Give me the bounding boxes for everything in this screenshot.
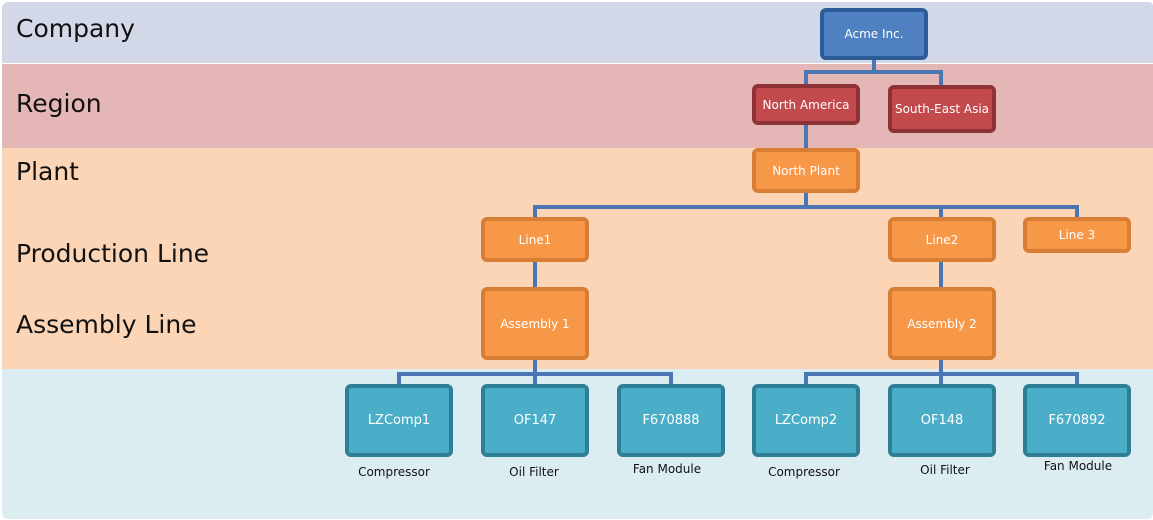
node-line1[interactable]: Line1: [481, 217, 589, 262]
node-f670888[interactable]: F670888: [617, 384, 725, 457]
node-north-america[interactable]: North America: [752, 84, 860, 125]
caption-compressor-1: Compressor: [358, 465, 430, 479]
level-label-region: Region: [16, 89, 102, 118]
node-assembly-2[interactable]: Assembly 2: [888, 287, 996, 360]
node-line2[interactable]: Line2: [888, 217, 996, 262]
node-acme-inc[interactable]: Acme Inc.: [820, 8, 928, 60]
level-label-company: Company: [16, 14, 135, 43]
connector-assembly2-equipment: [804, 357, 1079, 387]
caption-fan-module-1: Fan Module: [632, 462, 702, 476]
connector-plant-lines: [533, 190, 1079, 220]
node-assembly-1[interactable]: Assembly 1: [481, 287, 589, 360]
level-label-production-line: Production Line: [16, 239, 210, 268]
node-of148[interactable]: OF148: [888, 384, 996, 457]
level-label-plant: Plant: [16, 157, 79, 186]
node-lzcomp1[interactable]: LZComp1: [345, 384, 453, 457]
connector-company-regions: [804, 58, 943, 88]
node-f670892[interactable]: F670892: [1023, 384, 1131, 457]
level-label-assembly-line: Assembly Line: [16, 310, 197, 339]
caption-compressor-2: Compressor: [768, 465, 840, 479]
caption-oil-filter-2: Oil Filter: [920, 463, 970, 477]
node-lzcomp2[interactable]: LZComp2: [752, 384, 860, 457]
connector-assembly1-equipment: [397, 357, 673, 387]
caption-fan-module-2: Fan Module: [1043, 459, 1113, 473]
node-line3[interactable]: Line 3: [1023, 217, 1131, 253]
caption-oil-filter-1: Oil Filter: [509, 465, 559, 479]
node-of147[interactable]: OF147: [481, 384, 589, 457]
company-band: [2, 2, 1153, 63]
node-north-plant[interactable]: North Plant: [752, 148, 860, 193]
node-south-east-asia[interactable]: South-East Asia: [888, 85, 996, 133]
